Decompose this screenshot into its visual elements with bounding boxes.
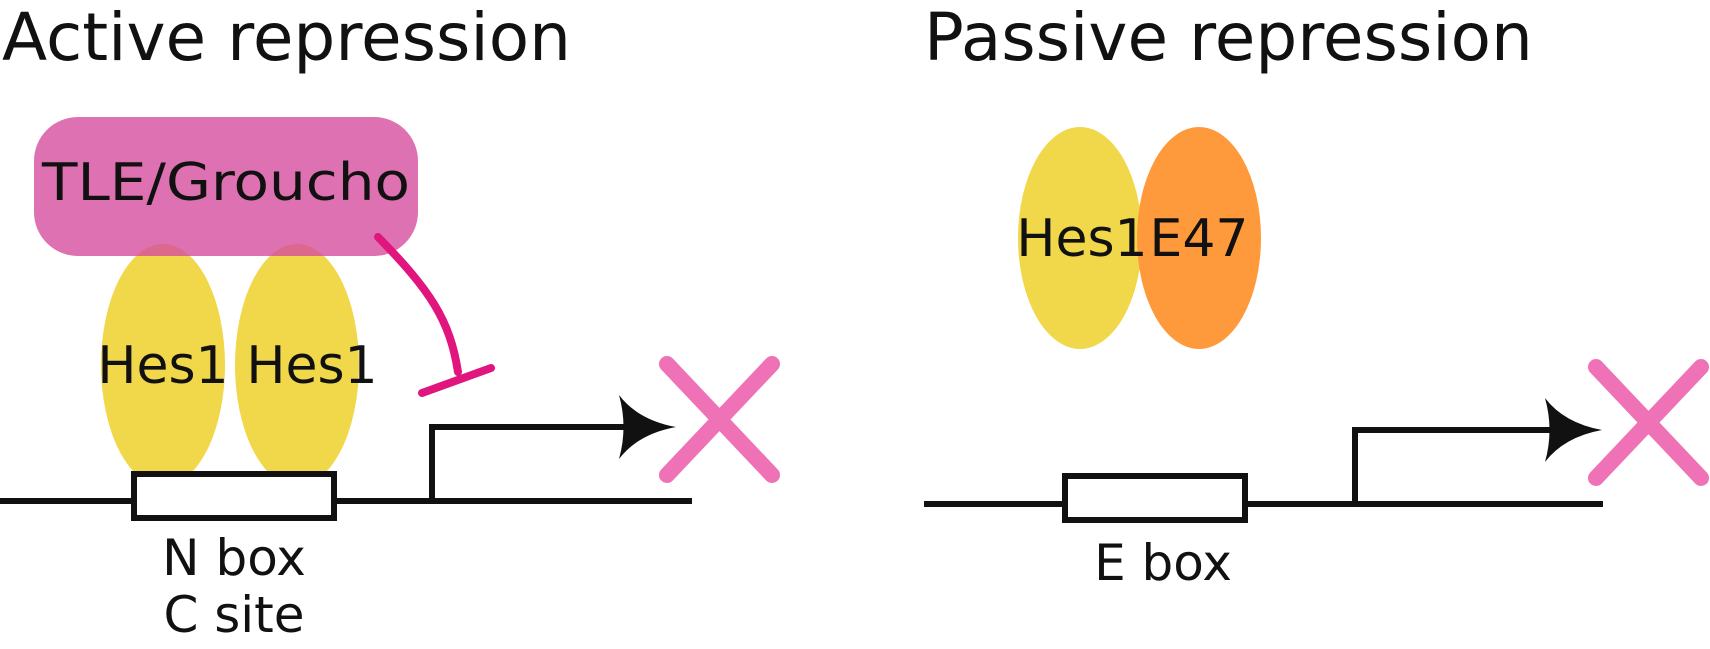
tle-groucho-shape — [34, 117, 418, 256]
active-blocked-cross — [659, 356, 780, 483]
passive-blocked-cross — [1588, 359, 1709, 486]
n-box-label: N box — [162, 529, 306, 587]
active-arrowhead — [619, 395, 676, 459]
hes1-right-ellipse — [235, 244, 359, 486]
active-repression-bar — [418, 364, 495, 397]
passive-arrowhead — [1545, 398, 1602, 462]
passive-tss-arrow — [1352, 427, 1560, 504]
active-tss-arrow — [429, 424, 636, 501]
e47-ellipse — [1137, 127, 1261, 349]
e47-label: E47 — [1149, 209, 1248, 269]
e-box-label: E box — [1094, 534, 1232, 592]
e-box — [1062, 473, 1248, 523]
c-site-label: C site — [163, 586, 304, 644]
n-box — [131, 471, 337, 521]
hes1-ellipse — [1018, 127, 1142, 349]
hes1-right-label: Hes1 — [246, 336, 377, 396]
passive-repression-panel: Passive repression Hes1 E47 E box — [924, 0, 1709, 592]
active-repression-title: Active repression — [2, 0, 571, 76]
active-repression-line — [374, 233, 462, 376]
hes1-label: Hes1 — [1016, 209, 1147, 269]
tle-groucho-label: TLE/Groucho — [41, 153, 410, 213]
active-repression-panel: Active repression TLE/Groucho Hes1 Hes1 … — [0, 0, 780, 644]
hes1-left-ellipse — [101, 244, 225, 486]
hes1-left-label: Hes1 — [97, 336, 228, 396]
passive-repression-title: Passive repression — [924, 0, 1533, 76]
